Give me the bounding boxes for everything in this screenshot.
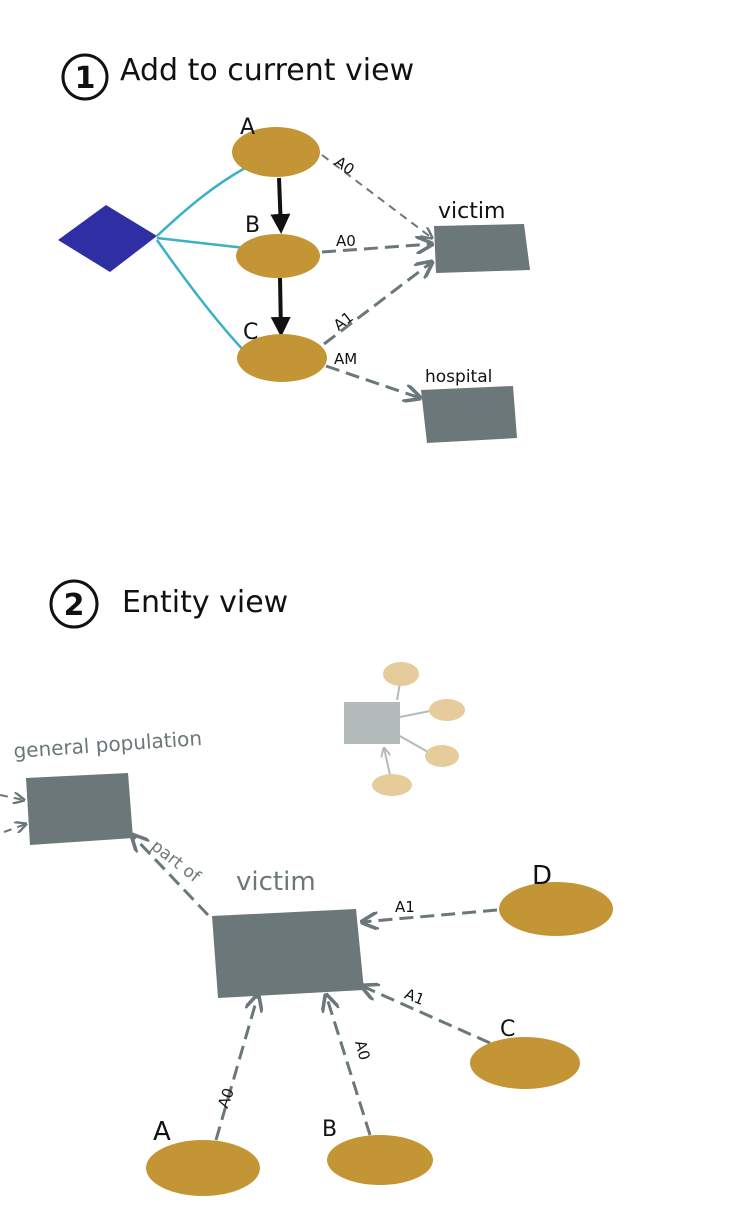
arrow-b-c: [270, 277, 291, 337]
section-2: 2 Entity view general population part of…: [0, 579, 613, 1196]
link-trigger-a: [156, 166, 246, 237]
section-1: 1 Add to current view A B C A0 A0 A1 AM …: [58, 53, 530, 443]
faded-event-1: [383, 662, 419, 686]
entity-label-general-population: general population: [13, 726, 203, 763]
entity-label-victim-2: victim: [236, 867, 316, 897]
edge-b-victim-2: [326, 995, 372, 1136]
event-node-d: [499, 882, 613, 936]
entity-victim-box-2: [212, 909, 364, 998]
edge-part-of: [132, 835, 210, 917]
faded-event-3: [425, 745, 459, 767]
entity-label-hospital: hospital: [425, 367, 492, 387]
entity-victim-box: [434, 224, 530, 273]
event-node-c: [237, 334, 327, 382]
faded-event-2: [429, 699, 465, 721]
edge-offscreen-2: [3, 824, 26, 832]
edge-d-victim: [362, 908, 498, 922]
faded-entity-box: [344, 702, 400, 744]
faded-event-4: [372, 774, 412, 796]
node-label-a-2: A: [153, 1117, 171, 1147]
event-node-a: [232, 127, 320, 177]
event-node-b: [236, 234, 320, 278]
edge-b-victim: [321, 244, 432, 252]
node-label-a: A: [240, 115, 255, 140]
link-trigger-c: [155, 239, 246, 353]
section-1-number-circle: [61, 53, 109, 101]
trigger-diamond: [58, 205, 157, 272]
edge-label-b-victim-2: A0: [351, 1038, 374, 1062]
arrow-a-b: [270, 177, 291, 234]
edge-label-a-victim-2: A0: [214, 1086, 238, 1111]
edge-label-d-victim: A1: [395, 898, 415, 916]
link-trigger-b: [156, 236, 246, 250]
entity-label-victim: victim: [438, 199, 505, 224]
edge-label-c-victim: A1: [330, 308, 357, 334]
faded-edge-4: [384, 748, 391, 776]
edge-c-victim: [323, 262, 432, 346]
section-2-number: 2: [64, 588, 85, 623]
node-label-d: D: [532, 861, 552, 891]
entity-general-population-box: [26, 773, 133, 845]
edge-offscreen-1: [0, 795, 24, 800]
faded-mini-graph: [344, 662, 465, 796]
section-1-number: 1: [75, 61, 96, 96]
entity-hospital-box: [421, 386, 517, 443]
section-2-number-circle: [49, 579, 99, 629]
edge-a-victim: [321, 154, 432, 238]
node-label-b-2: B: [322, 1117, 337, 1142]
event-node-c-2: [470, 1037, 580, 1089]
edge-label-a-victim: A0: [331, 153, 358, 179]
section-1-title: Add to current view: [120, 53, 414, 88]
edge-c-victim-2: [362, 986, 491, 1045]
faded-edge-2: [399, 710, 431, 718]
edge-label-c-hospital: AM: [334, 350, 357, 368]
section-2-title: Entity view: [122, 585, 288, 620]
event-node-b-2: [327, 1135, 433, 1185]
edge-c-hospital: [325, 364, 420, 398]
faded-edge-3: [397, 734, 429, 753]
edge-a-victim-2: [214, 995, 258, 1141]
event-node-a-2: [146, 1140, 260, 1196]
node-label-c-2: C: [500, 1017, 515, 1042]
node-label-c: C: [243, 320, 258, 345]
edge-label-b-victim: A0: [336, 232, 356, 250]
node-label-b: B: [245, 213, 260, 238]
